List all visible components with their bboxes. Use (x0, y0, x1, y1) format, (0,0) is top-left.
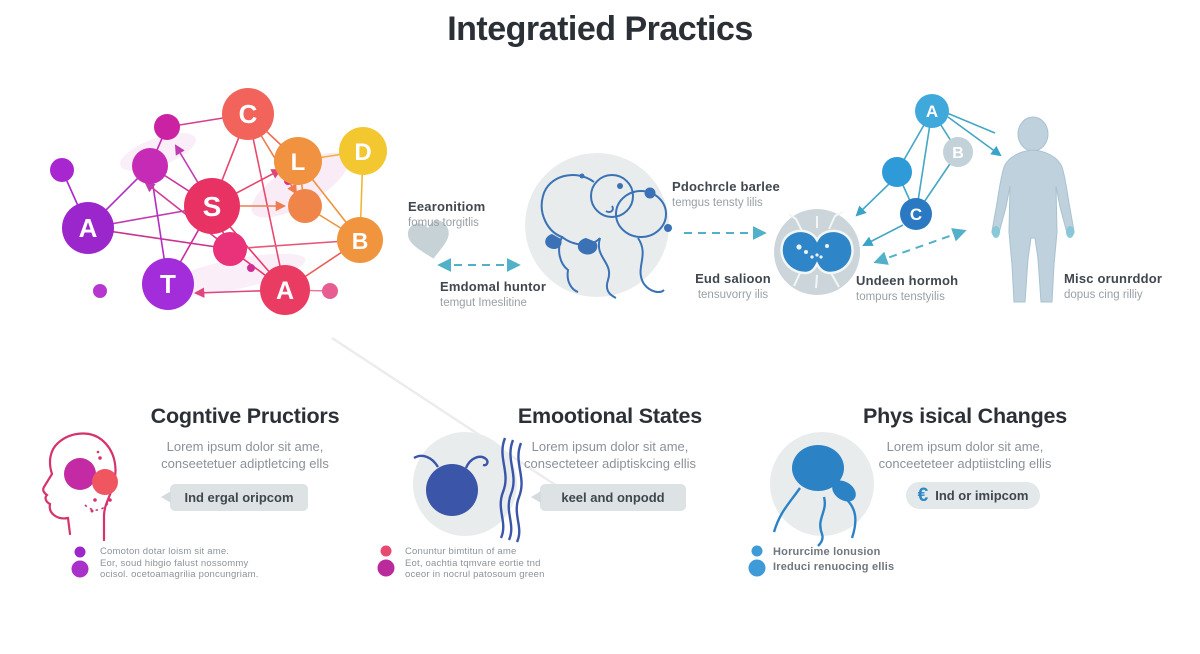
physical-organ-icon (770, 432, 874, 547)
section-heading-emotional: Emootional States (517, 404, 703, 428)
label-title: Undeen hormoh (856, 273, 959, 288)
bullet-line: Eot, oachtia tqmvare eortie tnd (405, 557, 541, 569)
svg-text:A: A (79, 213, 98, 243)
callout-emotional: keel and onpodd (531, 484, 686, 511)
right-network: A B C (855, 94, 1002, 265)
svg-text:L: L (291, 149, 306, 176)
node-c: C (222, 88, 274, 140)
label-title: Misc orunrddor (1064, 271, 1163, 286)
label-sub: temgus tensty lilis (672, 197, 763, 209)
euro-icon: € (917, 484, 929, 506)
callout-text: Ind ergal oripcom (184, 490, 294, 505)
emotional-yarn-icon (413, 432, 523, 543)
label-sub: tensuvorry ilis (697, 289, 769, 301)
page-title: Integratied Practics (447, 10, 753, 48)
left-network-nodes: C L D S B A T (62, 88, 387, 315)
body-line: consecteteer adiptiskcing ellis (524, 456, 696, 471)
node-l: L (274, 137, 322, 185)
node-plain-right (882, 157, 912, 187)
section-body-cognitive: Lorem ipsum dolor sit ame, conseetetuer … (95, 438, 395, 472)
node-s: S (184, 178, 240, 234)
body-line: Lorem ipsum dolor sit ame, (531, 439, 689, 454)
node-b: B (337, 217, 383, 263)
svg-text:T: T (160, 269, 176, 299)
label-sub: fomus torgitlis (408, 217, 479, 229)
left-network-dots (50, 114, 338, 299)
section-body-physical: Lorem ipsum dolor sit ame, conceeteteer … (815, 438, 1115, 472)
callout-physical: € Ind or imipcom (906, 482, 1040, 509)
label-title: Eud salioon (695, 271, 771, 286)
node-t: T (142, 258, 194, 310)
svg-text:D: D (354, 139, 371, 166)
dashed-arrow-right (873, 228, 967, 265)
section-body-emotional: Lorem ipsum dolor sit ame, consecteteer … (460, 438, 760, 472)
label-emdomal: Emdomal huntor temgut Imeslitine (440, 280, 546, 310)
cognitive-head-icon (42, 432, 118, 542)
callout-text: Ind or imipcom (935, 488, 1029, 503)
bullet-line: Ireduci renuocing ellis (773, 561, 895, 573)
label-pdochrcle: Pdochrcle barlee temgus tensty lilis (672, 180, 780, 210)
heart-blob-icon (407, 220, 449, 259)
svg-text:A: A (276, 277, 294, 305)
bullet-dots (71, 545, 766, 578)
bullets-cognitive: Comoton dotar loism sit ame. Eor, soud h… (100, 546, 259, 581)
brain-scribble-illustration (525, 153, 672, 299)
node-a-bottom: A (260, 265, 310, 315)
bullet-line: Conuntur bimtitun of ame (405, 546, 517, 557)
body-line: Lorem ipsum dolor sit ame, (886, 439, 1044, 454)
bullet-line: ocisol. ocetoamagrilia poncungriam. (100, 569, 259, 580)
body-line: conceeteteer adptiistcling ellis (878, 456, 1052, 471)
svg-text:C: C (910, 205, 922, 224)
bullets-emotional: Conuntur bimtitun of ame Eot, oachtia tq… (405, 546, 545, 581)
section-heading-cognitive: Cogntive Pructiors (150, 404, 340, 428)
label-misc-orunrddor: Misc orunrddor dopus cing rilliy (1064, 272, 1162, 302)
label-title: Eearonitiom (408, 199, 486, 214)
svg-text:B: B (952, 145, 964, 162)
bullet-line: Eor, soud hibgio falust nossommy (100, 557, 249, 569)
node-b-right: B (943, 137, 973, 167)
right-network-nodes: A B C (882, 94, 973, 230)
bullet-line: Horurcime lonusion (773, 546, 881, 558)
section-heading-physical: Phys isical Changes (862, 404, 1068, 428)
svg-text:B: B (352, 228, 369, 254)
left-network: C L D S B A T (50, 88, 387, 315)
label-undeen-hormoh: Undeen hormoh tompurs tenstyilis (856, 274, 958, 304)
node-a-left: A (62, 202, 114, 254)
organ-illustration (774, 209, 860, 295)
human-silhouette (991, 116, 1075, 303)
node-d: D (339, 127, 387, 175)
label-title: Pdochrcle barlee (672, 179, 780, 194)
label-title: Emdomal huntor (440, 279, 547, 294)
label-sub: temgut Imeslitine (440, 297, 527, 309)
label-eearonitiom: Eearonitiom fomus torgitlis (408, 200, 485, 230)
label-sub: dopus cing rilliy (1064, 289, 1143, 301)
label-sub: tompurs tenstyilis (856, 291, 945, 303)
callout-cognitive: Ind ergal oripcom (161, 484, 308, 511)
label-eud-salioon: Eud salioon tensuvorry ilis (678, 272, 788, 302)
svg-text:A: A (926, 102, 938, 121)
body-line: Lorem ipsum dolor sit ame, (166, 439, 324, 454)
bullet-line: Comoton dotar loism sit ame. (100, 546, 230, 557)
svg-text:C: C (239, 99, 258, 129)
svg-text:S: S (203, 191, 222, 222)
bullet-line: oceor in nocrul patosoum green (405, 569, 545, 580)
node-a-right: A (915, 94, 949, 128)
bullets-physical: Horurcime lonusion Ireduci renuocing ell… (773, 545, 894, 575)
callout-text: keel and onpodd (561, 490, 665, 505)
node-c-right: C (900, 198, 932, 230)
body-line: conseetetuer adiptletcing ells (161, 456, 329, 471)
